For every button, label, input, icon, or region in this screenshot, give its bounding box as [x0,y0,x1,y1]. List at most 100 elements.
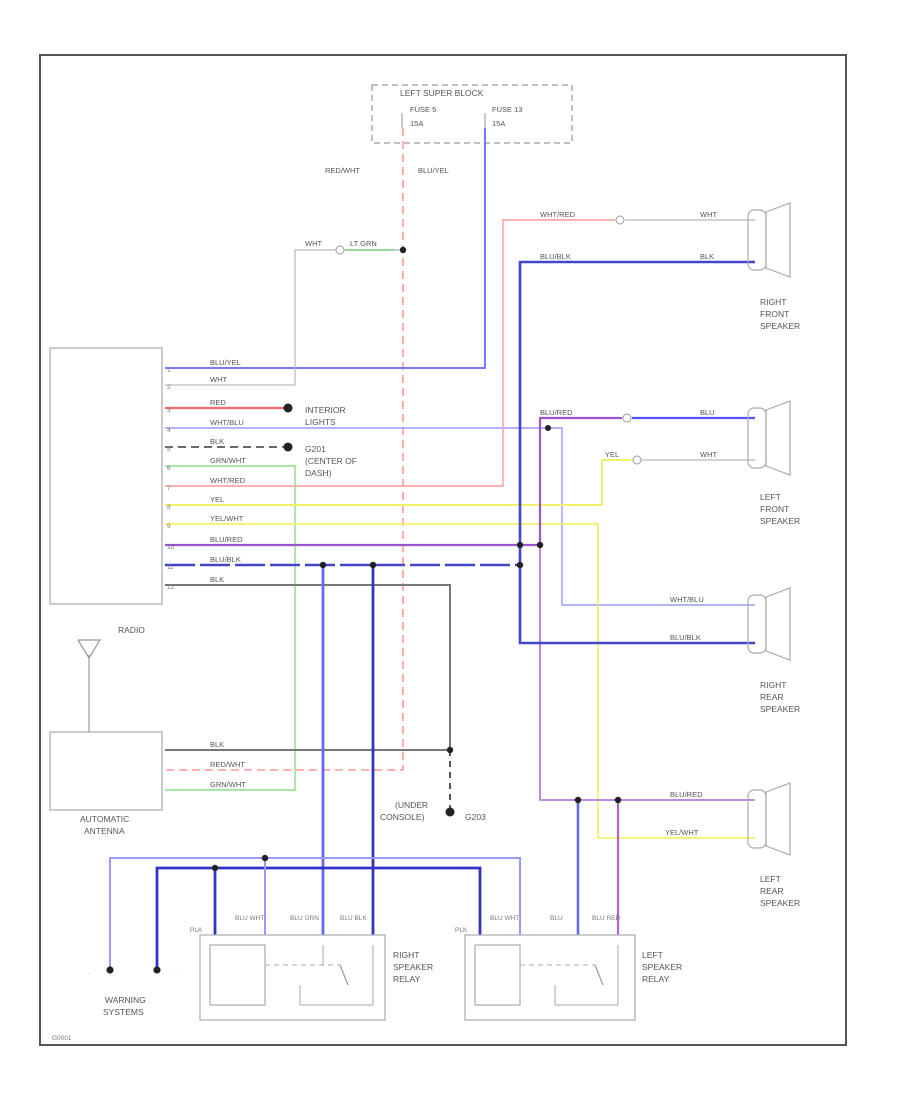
wire-relay-control-b [155,866,482,970]
wire-label-blk-rf: BLK [700,252,714,261]
radio-label: RADIO [118,625,145,635]
g201-label-2: (CENTER OF [305,456,357,466]
pin-8: 8 [167,504,171,511]
lrelay-pin-3: BLU [550,915,563,922]
pin-10: 10 [167,544,175,551]
right-front-speaker: RIGHT FRONT SPEAKER [747,202,800,331]
lrelay-label-1: LEFT [642,950,663,960]
pin-6: 6 [167,465,171,472]
lrelay-label-2: SPEAKER [642,962,682,972]
pin-3: 3 [167,407,171,414]
lrelay-pin-2: BLU WHT [490,915,519,922]
wire-label-ant-blk: BLK [210,740,224,749]
automatic-antenna: AUTOMATIC ANTENNA [49,639,163,836]
warning-systems: · · WARNING SYSTEMS [88,970,177,1017]
fuse-5-label: FUSE 5 [410,105,436,114]
wire-label-pin-11: BLU/BLK [210,555,241,564]
wire-label-pin-6: GRN/WHT [210,456,246,465]
pin-5: 5 [167,446,171,453]
radio-pin-labels: 1 2 3 4 5 6 7 8 9 10 11 12 [167,367,175,591]
lrelay-label-3: RELAY [642,974,670,984]
wire-red-wht-feed [165,128,404,771]
wire-label-pin-8: YEL [210,495,224,504]
rf-speaker-label-3: SPEAKER [760,321,800,331]
wire-yel [165,459,632,506]
pin-4: 4 [167,427,171,434]
wire-label-pin-1: BLU/YEL [210,358,241,367]
wire-blu-red [165,416,622,547]
wire-label-blu-red-lr: BLU/RED [670,790,703,799]
pin-11: 11 [167,564,174,571]
wire-label-pin-4: WHT/BLU [210,418,244,427]
footer-code: G0001 [52,1035,72,1042]
lrelay-pin-1: PLK [455,927,468,934]
rrelay-pin-1: PLK [190,927,203,934]
pin-12: 12 [167,584,175,591]
left-speaker-relay: PLK BLU WHT BLU BLU RED LEFT SPEAKER REL… [455,915,682,1021]
interior-lights-label-1: INTERIOR [305,405,346,415]
wire-label-wht-blu-rr: WHT/BLU [670,595,704,604]
lrelay-pin-4: BLU RED [592,915,620,922]
wire-blu-blk-rf [518,260,755,565]
wire-blu-yel [165,128,486,369]
lr-speaker-label-3: SPEAKER [760,898,800,908]
wire-label-blu-yel-top: BLU/YEL [418,166,449,175]
lf-speaker-label-1: LEFT [760,492,781,502]
fuse-13-label: FUSE 13 [492,105,522,114]
wire-label-pin-5: BLK [210,437,224,446]
interior-lights-label-2: LIGHTS [305,417,336,427]
wire-wht-red [165,219,615,487]
rrelay-label-1: RIGHT [393,950,419,960]
lf-speaker-label-3: SPEAKER [760,516,800,526]
diagram-frame [39,54,847,1046]
pin-9: 9 [167,523,171,530]
wire-label-ant-grn-wht: GRN/WHT [210,780,246,789]
wire-label-red-wht-top: RED/WHT [325,166,360,175]
rrelay-label-3: RELAY [393,974,421,984]
wire-label-blu-red-lf: BLU/RED [540,408,573,417]
rr-speaker-label-1: RIGHT [760,680,786,690]
wire-label-pin-2: WHT [210,375,227,384]
g201-label-1: G201 [305,444,326,454]
wire-label-wht-red-rf: WHT/RED [540,210,576,219]
g203-label: G203 [465,812,486,822]
left-front-speaker: LEFT FRONT SPEAKER [747,400,800,526]
antenna-label-1: AUTOMATIC [80,814,129,824]
warning-label-2: SYSTEMS [103,1007,144,1017]
right-rear-speaker: RIGHT REAR SPEAKER [747,587,800,714]
svg-text:·: · [88,970,90,977]
radio-unit: RADIO [49,347,163,635]
fuse-block-title: LEFT SUPER BLOCK [400,88,484,98]
wire-label-pin-10: BLU/RED [210,535,243,544]
warning-label-1: WARNING [105,995,146,1005]
left-rear-speaker: LEFT REAR SPEAKER [747,782,800,908]
svg-text:·: · [175,970,177,977]
g201-label-3: DASH) [305,468,332,478]
wire-label-pin-9: YEL/WHT [210,514,244,523]
lf-speaker-label-2: FRONT [760,504,789,514]
wire-wht-blu [165,427,755,606]
wire-blu-blk-rr [518,565,755,645]
wire-label-pin-12: BLK [210,575,224,584]
wire-relay-control-a [109,857,521,970]
wire-label-blu-lf: BLU [700,408,715,417]
rrelay-pin-3: BLU GRN [290,915,319,922]
fuse-13-rating: 15A [492,119,505,128]
pin-1: 1 [167,367,171,374]
rrelay-pin-4: BLU BLK [340,915,367,922]
rr-speaker-label-3: SPEAKER [760,704,800,714]
rrelay-pin-2: BLU WHT [235,915,264,922]
wire-yel-wht [165,523,755,839]
pin-2: 2 [167,384,171,391]
under-console-label-2: CONSOLE) [380,812,425,822]
rr-speaker-label-2: REAR [760,692,784,702]
wire-grn-wht [165,465,296,791]
rf-speaker-label-2: FRONT [760,309,789,319]
wire-label-wht-lf: WHT [700,450,717,459]
wire-wht-lt-grn [165,249,403,386]
wire-label-pin-7: WHT/RED [210,476,246,485]
antenna-label-2: ANTENNA [84,826,125,836]
wire-blu-red-lr [539,545,755,801]
splice-nodes [106,215,642,974]
